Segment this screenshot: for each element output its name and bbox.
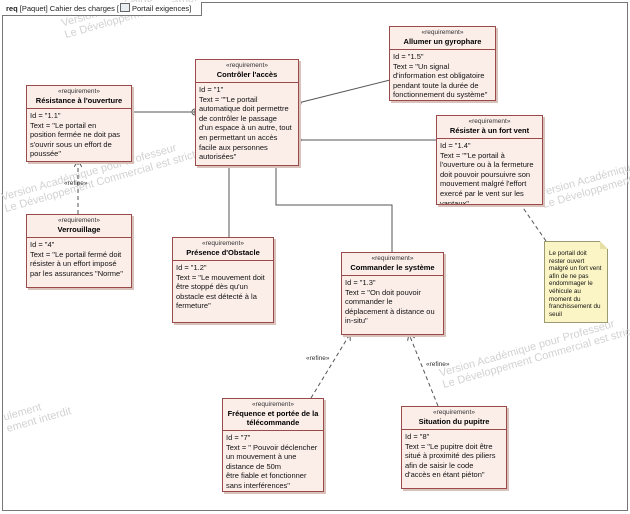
- requirement-stereotype: «requirement»: [421, 29, 464, 36]
- requirement-stereotype: «requirement»: [226, 62, 268, 69]
- requirement-name: Contrôler l'accès: [216, 70, 278, 79]
- requirement-name: Fréquence et portée de la télécommande: [227, 409, 319, 427]
- diagram-package: [Paquet] Cahier des charges: [19, 4, 115, 13]
- requirement-diagram-icon: [120, 3, 130, 12]
- requirement-allumer-gyrophare[interactable]: «requirement»Allumer un gyrophare Id = "…: [389, 26, 496, 101]
- containment-line[interactable]: [297, 79, 391, 104]
- requirement-name: Verrouillage: [57, 225, 101, 234]
- requirement-frequence-telecommande[interactable]: «requirement»Fréquence et portée de la t…: [222, 398, 324, 492]
- diagram-name: Portail exigences: [132, 4, 190, 13]
- requirement-text: Text = "Le mouvement doit être stoppé dè…: [176, 272, 265, 311]
- requirement-name: Présence d'Obstacle: [186, 248, 260, 257]
- refine-link[interactable]: [310, 334, 350, 399]
- requirement-verrouillage[interactable]: «requirement»Verrouillage Id = "4"Text =…: [26, 214, 132, 288]
- diagram-header-tab[interactable]: req [Paquet] Cahier des charges [Portail…: [2, 2, 203, 16]
- requirement-resistance-ouverture[interactable]: «requirement»Résistance à l'ouverture Id…: [26, 85, 132, 162]
- note-text: Le portail doit rester ouvert malgré un …: [549, 250, 602, 318]
- note-fold-icon: [600, 241, 608, 249]
- requirement-name: Résistance à l'ouverture: [35, 96, 123, 105]
- requirement-text: Text = "Le portail fermé doit résister à…: [30, 249, 123, 278]
- requirement-name: Allumer un gyrophare: [403, 37, 482, 46]
- requirement-id: Id = "8": [405, 432, 430, 441]
- requirement-text: Text = ""Le portail automatique doit per…: [199, 94, 292, 162]
- requirement-controler-acces[interactable]: «requirement»Contrôler l'accès Id = "1"T…: [195, 59, 299, 166]
- requirement-text: Text = "Le pupitre doit être situé à pro…: [405, 441, 496, 480]
- requirement-situation-pupitre[interactable]: «requirement»Situation du pupitre Id = "…: [401, 406, 507, 489]
- requirement-id: Id = "7": [226, 433, 251, 442]
- requirement-id: Id = "1.2": [176, 263, 207, 272]
- requirement-text: Text = " Pouvoir déclencher un mouvement…: [226, 442, 318, 490]
- requirement-id: Id = "1.1": [30, 111, 61, 120]
- requirement-id: Id = "1.5": [393, 52, 424, 61]
- refine-label: «refine»: [306, 355, 330, 362]
- requirement-text: Text = "On doit pouvoir commander le dép…: [345, 287, 435, 326]
- requirement-id: Id = "4": [30, 240, 55, 249]
- requirement-id: Id = "1": [199, 85, 224, 94]
- requirement-presence-obstacle[interactable]: «requirement»Présence d'Obstacle Id = "1…: [172, 237, 274, 323]
- requirement-stereotype: «requirement»: [58, 217, 100, 224]
- refine-label: «refine»: [426, 361, 450, 368]
- requirement-id: Id = "1.3": [345, 278, 376, 287]
- diagram-kind: req: [6, 4, 18, 13]
- requirement-text: Text = ""Le portail à l'ouverture ou à l…: [440, 150, 534, 205]
- requirement-stereotype: «requirement»: [202, 240, 244, 247]
- requirement-text: Text = "Un signal d'information est obli…: [393, 61, 488, 100]
- requirement-stereotype: «requirement»: [433, 409, 475, 416]
- refine-link[interactable]: [409, 334, 439, 407]
- comment-note[interactable]: Le portail doit rester ouvert malgré un …: [544, 241, 608, 323]
- requirement-stereotype: «requirement»: [58, 88, 100, 95]
- requirement-resister-fort-vent[interactable]: «requirement»Résister à un fort vent Id …: [436, 115, 543, 205]
- requirement-stereotype: «requirement»: [468, 118, 511, 125]
- requirement-stereotype: «requirement»: [252, 401, 294, 408]
- requirement-commander-systeme[interactable]: «requirement»Commander le système Id = "…: [341, 252, 444, 335]
- refine-label: «refine»: [64, 180, 88, 187]
- requirement-text: Text = "Le portail en position fermée ne…: [30, 120, 121, 159]
- requirement-name: Situation du pupitre: [418, 417, 490, 426]
- requirement-name: Résister à un fort vent: [449, 126, 530, 135]
- note-anchor-line[interactable]: [518, 201, 547, 242]
- requirement-id: Id = "1.4": [440, 141, 471, 150]
- requirement-name: Commander le système: [350, 263, 435, 272]
- requirement-stereotype: «requirement»: [371, 255, 414, 262]
- containment-line[interactable]: [275, 163, 393, 252]
